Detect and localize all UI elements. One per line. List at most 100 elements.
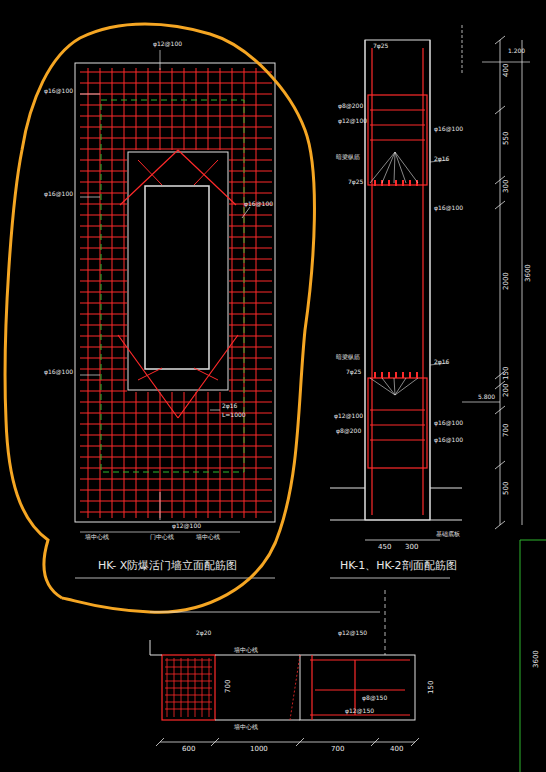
axis-label: 墙中心线 <box>196 534 220 540</box>
dim-tick <box>156 738 164 746</box>
rebar-line <box>229 171 272 172</box>
dimension: 300 <box>503 180 510 193</box>
rebar-line <box>178 335 238 418</box>
leader-line <box>80 197 100 198</box>
dimension: 3600 <box>525 264 532 282</box>
rebar-line <box>374 372 376 378</box>
rebar-line <box>229 215 272 216</box>
rebar-line <box>80 336 127 337</box>
door-opening <box>145 186 209 369</box>
dim-tick <box>296 738 304 746</box>
rebar-line <box>229 270 272 271</box>
rebar-line <box>150 640 151 655</box>
rebar-line <box>229 292 272 293</box>
title-underline <box>75 578 275 579</box>
rebar-line <box>80 182 127 183</box>
rebar-spec: 2φ20 <box>196 630 211 636</box>
rebar-spec: φ16@100 <box>244 201 273 207</box>
hidden-beam <box>368 378 427 468</box>
axis-label: 墙中心线 <box>234 724 258 730</box>
rebar-line <box>229 369 272 370</box>
rebar-line <box>196 392 197 518</box>
rebar-line <box>229 281 272 282</box>
rebar-spec: φ12@150 <box>338 630 367 636</box>
grid-line <box>520 540 521 772</box>
rebar-spec: φ12@100 <box>153 41 182 47</box>
rebar-spec: φ8@200 <box>338 103 363 109</box>
note: 基础底板 <box>436 531 460 537</box>
rebar-line <box>80 193 127 194</box>
rebar-line <box>290 655 300 720</box>
rebar-line <box>194 368 218 380</box>
rebar-spec: 2φ16 <box>222 403 237 409</box>
rebar-line <box>422 48 423 515</box>
leader-line <box>394 378 395 395</box>
dimension-line <box>500 40 501 525</box>
rebar-line <box>80 281 127 282</box>
rebar-line <box>80 116 272 117</box>
dimension: 600 <box>182 746 195 753</box>
rebar-line <box>165 660 212 661</box>
axis-label: 墙中心线 <box>85 534 109 540</box>
rebar-line <box>370 110 425 111</box>
leader-line <box>382 152 395 183</box>
rebar-spec: φ12@100 <box>334 413 363 419</box>
rebar-line <box>229 325 272 326</box>
rebar-spec: φ16@100 <box>434 126 463 132</box>
rebar-line <box>430 40 431 520</box>
dim-tick <box>411 738 419 746</box>
dimension: 3600 <box>533 650 540 668</box>
rebar-spec: φ12@100 <box>338 118 367 124</box>
dimension: 400 <box>390 746 403 753</box>
dimension: 150 <box>503 367 510 380</box>
hidden-beam <box>368 95 427 185</box>
dimension: 700 <box>225 680 232 693</box>
dim-tick <box>495 36 505 44</box>
rebar-line <box>138 368 162 380</box>
wall-plan <box>300 655 415 720</box>
rebar-line <box>220 68 221 150</box>
rebar-line <box>80 248 127 249</box>
dimension-line <box>522 40 523 525</box>
leader-line <box>395 152 418 183</box>
rebar-line <box>165 695 212 696</box>
leader-line <box>395 378 406 395</box>
rebar-line <box>124 68 125 518</box>
dim-tick <box>495 406 505 414</box>
rebar-line <box>388 372 390 378</box>
rebar-spec: φ8@200 <box>336 428 361 434</box>
rebar-spec: φ16@100 <box>44 369 73 375</box>
rebar-line <box>402 372 404 378</box>
rebar-line <box>229 358 272 359</box>
leader-line <box>80 94 100 95</box>
level-mark: 5.800 <box>478 394 495 400</box>
rebar-line <box>395 180 397 186</box>
leader-line <box>395 152 406 183</box>
rebar-line <box>80 479 272 480</box>
rebar-line <box>148 392 149 518</box>
rebar-line <box>80 358 127 359</box>
dim-tick <box>495 106 505 114</box>
rebar-line <box>215 720 300 721</box>
rebar-line <box>196 68 197 150</box>
hand-drawn-mark <box>5 24 314 612</box>
drawing-title: HK-1、HK-2剖面配筋图 <box>340 560 457 571</box>
rebar-spec: 7φ25 <box>373 43 388 49</box>
rebar-line <box>310 714 410 715</box>
rebar-line <box>80 171 127 172</box>
rebar-line <box>232 68 233 518</box>
rebar-line <box>374 180 376 186</box>
rebar-line <box>165 702 212 703</box>
rebar-spec: 7φ25 <box>348 179 363 185</box>
dimension: 700 <box>503 424 510 437</box>
leader-line <box>394 152 395 183</box>
rebar-line <box>80 215 127 216</box>
rebar-line <box>80 402 272 403</box>
rebar-line <box>80 72 272 73</box>
rebar-spec: φ16@100 <box>434 420 463 426</box>
rebar-line <box>229 160 272 161</box>
rebar-line <box>409 372 411 378</box>
rebar-spec: φ16@100 <box>44 88 73 94</box>
